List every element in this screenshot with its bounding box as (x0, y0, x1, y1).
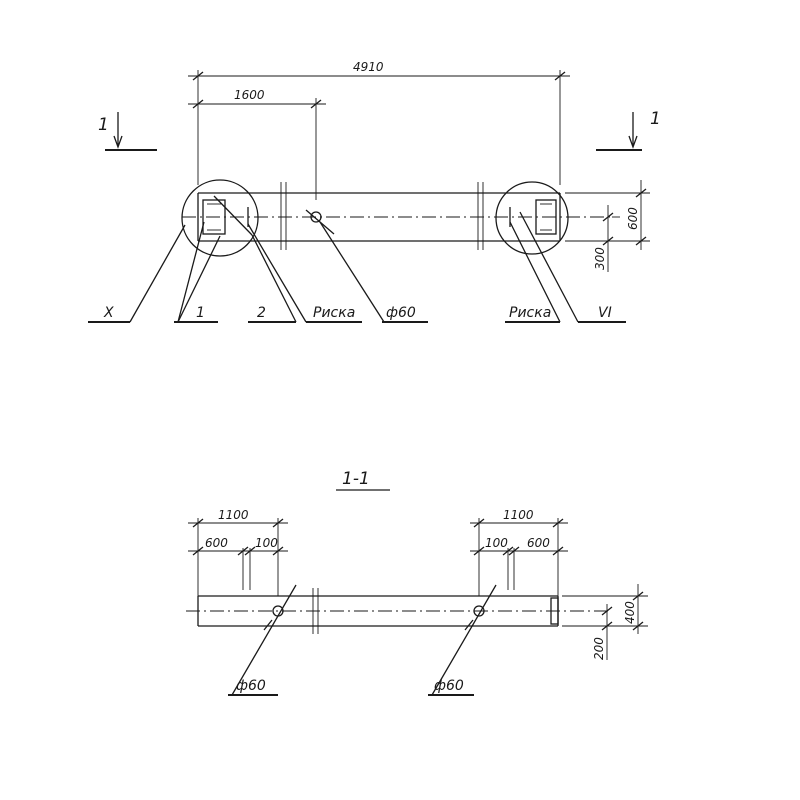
section-mark-right-label: 1 (650, 109, 661, 129)
hole-plan (310, 211, 322, 223)
dim-left-label: 1600 (234, 88, 265, 102)
dimension-height-section: 400 200 (562, 584, 648, 660)
sec-dim-right-b: 100 (485, 536, 508, 550)
beam-plan (182, 182, 612, 250)
sec-dim-height: 400 (623, 601, 637, 624)
sec-dim-half: 200 (592, 637, 606, 660)
hole-label: ф60 (386, 305, 416, 321)
pos-2-label: 2 (257, 305, 266, 321)
sec-dim-left-a: 600 (205, 536, 228, 550)
plan-leaders: X 1 2 Риска ф60 Риска (88, 195, 626, 323)
sec-dim-left-total: 1100 (218, 508, 249, 522)
dimension-left: 1600 (188, 88, 326, 200)
section-mark-left: 1 (98, 112, 157, 151)
sec-hole-right-label: ф60 (434, 678, 464, 694)
node-circle-right (495, 181, 569, 255)
sec-dim-right-total: 1100 (503, 508, 534, 522)
section-dims-left: 1100 600 100 (188, 508, 288, 596)
section-mark-right: 1 (596, 109, 661, 151)
dim-height-plan-label: 600 (626, 207, 640, 230)
sec-dim-left-b: 100 (255, 536, 278, 550)
dimension-total: 4910 (188, 60, 570, 185)
pos-1-label: 1 (196, 305, 205, 321)
beam-section (186, 588, 610, 634)
node-left-label: X (103, 305, 114, 321)
risk-left-label: Риска (313, 305, 355, 321)
node-right-label: VI (598, 305, 612, 321)
dim-half-plan-label: 300 (593, 247, 607, 270)
dim-total-label: 4910 (353, 60, 384, 74)
section-mark-left-label: 1 (98, 115, 109, 135)
sec-dim-right-a: 600 (527, 536, 550, 550)
dimension-height-plan: 600 300 (565, 180, 650, 272)
section-dims-right: 1100 100 600 (470, 508, 568, 596)
risk-right-label: Риска (509, 305, 551, 321)
plan-view: 4910 1600 1 1 (88, 60, 661, 323)
section-leaders: ф60 ф60 (228, 584, 497, 696)
node-circle-left (181, 179, 259, 257)
sec-hole-left-label: ф60 (236, 678, 266, 694)
hole-section-right (473, 605, 485, 617)
section-view: 1-1 1100 600 100 1100 (186, 469, 648, 696)
section-title: 1-1 (342, 469, 370, 489)
